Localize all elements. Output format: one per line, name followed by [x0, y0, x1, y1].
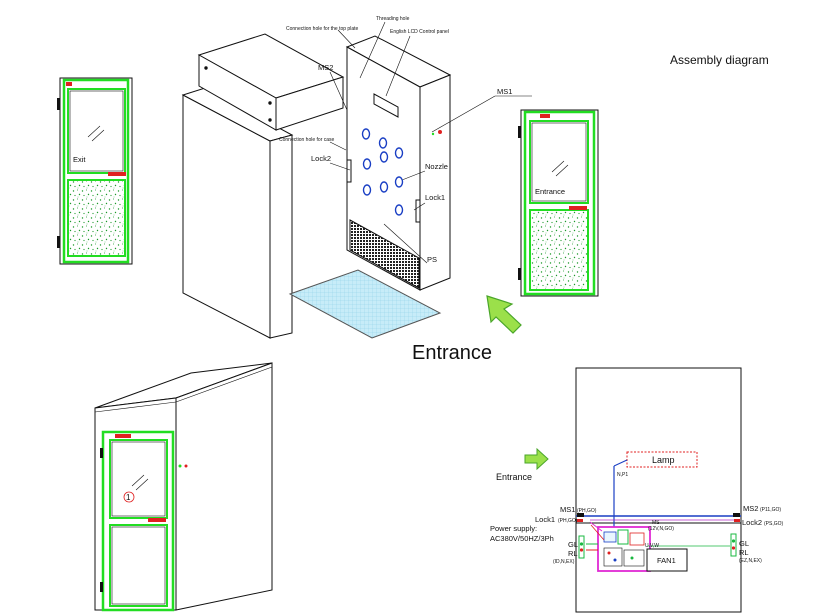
- indicator-dot: [438, 130, 442, 134]
- label-ps: PS: [427, 255, 437, 264]
- exploded-view: [181, 21, 532, 339]
- label-top-plate-hole: Connection hole for the top plate: [286, 26, 358, 32]
- wiring-lock1-sub: (PH,GO): [558, 518, 578, 524]
- right-gl-label: GL: [739, 539, 749, 548]
- label-lock2: Lock2: [311, 154, 331, 163]
- left-gl-label: GL: [568, 540, 578, 549]
- wiring-entrance-label: Entrance: [496, 472, 532, 482]
- entrance-arrow-icon: [486, 295, 522, 334]
- wiring-lock2-label: Lock2: [742, 518, 762, 527]
- label-case-hole: Connection hole for case: [279, 137, 335, 143]
- wiring-ms1-sub: (PH,GO): [577, 508, 597, 514]
- right-gl-sub: (EZ,N,EX): [739, 558, 762, 564]
- right-rl-label: RL: [739, 548, 749, 557]
- label-lcd-panel: English LCD Control panel: [390, 29, 449, 35]
- ms-box-spec: (12V,N,GO): [648, 526, 674, 532]
- left-gl-sub: (ID,N,EX): [553, 559, 575, 565]
- wiring-entrance-arrow-icon: [524, 447, 549, 471]
- label-lock1: Lock1: [425, 193, 445, 202]
- wiring-diagram: [575, 367, 742, 613]
- entrance-caption: Entrance: [412, 342, 492, 364]
- lamp-label: Lamp: [652, 455, 675, 465]
- power-spec-label: AC380V/50HZ/3Ph: [490, 534, 554, 543]
- nozzles: [361, 128, 404, 216]
- indicator-dot-green: [431, 132, 435, 136]
- entrance-door-label: Entrance: [535, 187, 565, 196]
- label-ms2: MS2: [318, 63, 333, 72]
- assembled-door: 1: [100, 430, 188, 612]
- uvw-label: U,V,W: [645, 543, 659, 549]
- label-nozzle: Nozzle: [425, 162, 448, 171]
- lamp-wire-label: N,P1: [617, 472, 628, 478]
- fan-label: FAN1: [657, 556, 676, 565]
- left-rl-label: RL: [568, 549, 578, 558]
- wiring-lock1-label: Lock1: [535, 515, 555, 524]
- label-threading-hole: Threading hole: [376, 16, 410, 22]
- door-number-mark: 1: [126, 493, 131, 502]
- power-supply-label: Power supply:: [490, 524, 537, 533]
- wiring-ms2-sub: (P11,GO): [760, 507, 781, 513]
- label-ms1: MS1: [497, 87, 512, 96]
- diagram-title: Assembly diagram: [670, 53, 769, 67]
- wiring-lock2-sub: (PS,GO): [764, 521, 784, 527]
- wiring-ms2-label: MS2: [743, 504, 758, 513]
- entrance-door: Entrance: [518, 109, 599, 297]
- ms-box-label: MS: [652, 520, 660, 526]
- wiring-ms1-label: MS1: [560, 505, 575, 514]
- exit-door: Exit: [57, 77, 133, 265]
- exit-door-label: Exit: [73, 155, 86, 164]
